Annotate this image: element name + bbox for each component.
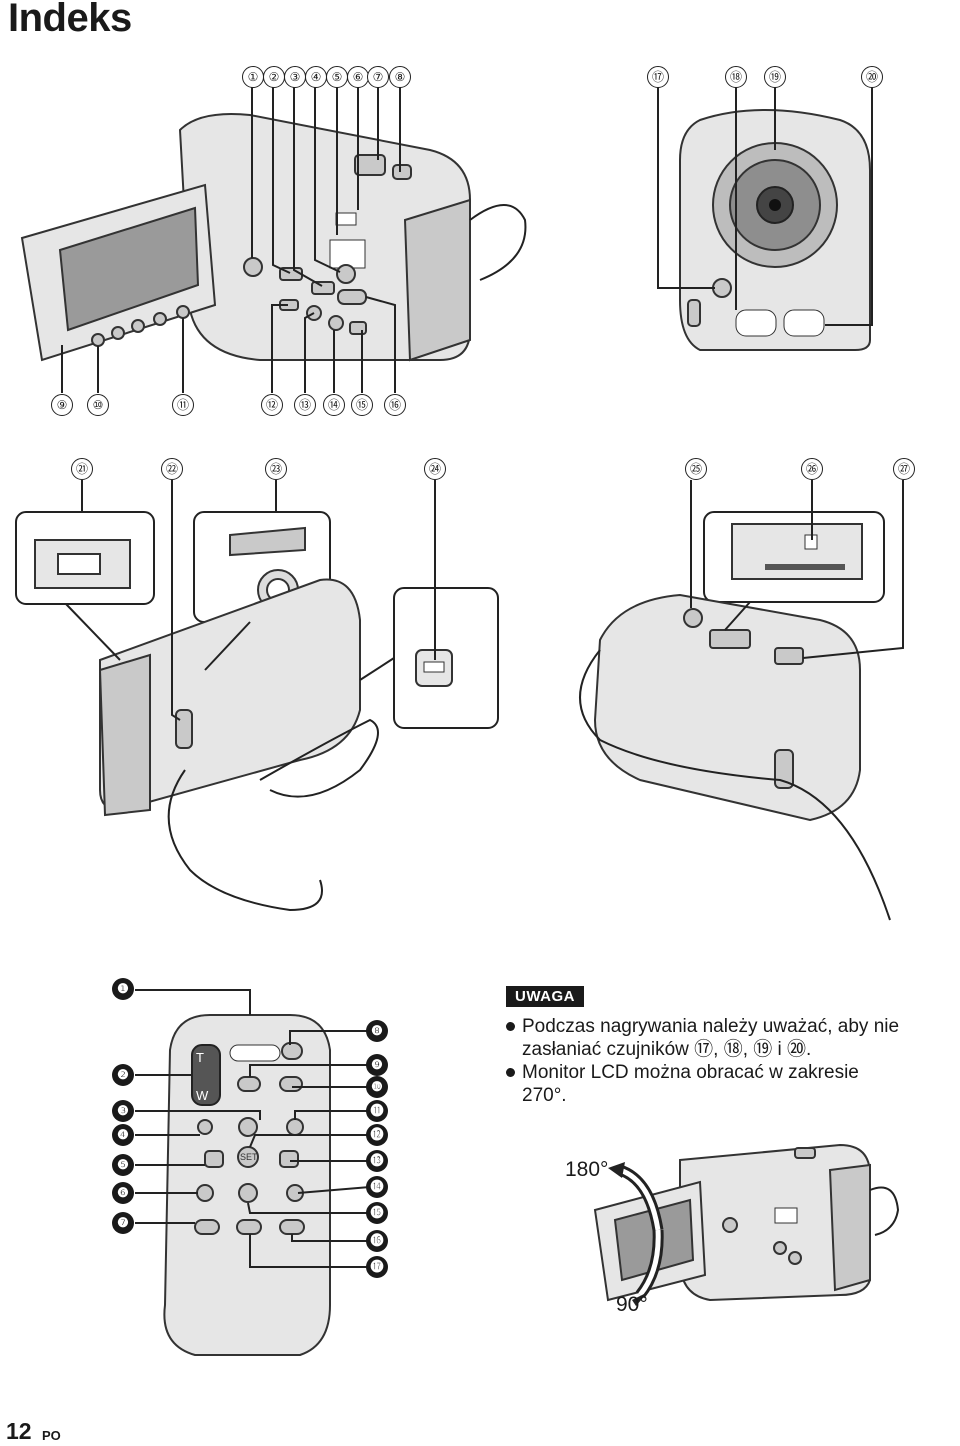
callout-27: ㉗ (893, 458, 915, 480)
lcd-rotation-illustration (593, 1143, 900, 1306)
remote-callout-7: ❼ (112, 1212, 134, 1234)
callout-3: ③ (284, 66, 306, 88)
note-text: zasłaniać czujników ⑰, ⑱, ⑲ i ⑳. (522, 1039, 812, 1060)
remote-callout-13: ⓭ (366, 1150, 388, 1172)
note-text: 270°. (522, 1085, 567, 1106)
callout-13: ⑬ (294, 394, 316, 416)
remote-callout-4: ❹ (112, 1124, 134, 1146)
callout-1: ① (242, 66, 264, 88)
callout-5: ⑤ (326, 66, 348, 88)
callout-17: ⑰ (647, 66, 669, 88)
note-item: Podczas nagrywania należy uważać, aby ni… (506, 1015, 956, 1061)
note-text: Podczas nagrywania należy uważać, aby ni… (522, 1016, 900, 1037)
callout-10: ⑩ (87, 394, 109, 416)
remote-key-t: T (196, 1050, 204, 1065)
bullet-icon (506, 1068, 515, 1077)
rotation-angle-180: 180° (565, 1158, 609, 1181)
camcorder-front-illustration (657, 85, 873, 351)
remote-callout-10: ❿ (366, 1076, 388, 1098)
camcorder-side-illustration (20, 85, 527, 393)
bullet-icon (506, 1022, 515, 1031)
remote-callout-11: ⓫ (366, 1100, 388, 1122)
callout-25: ㉕ (685, 458, 707, 480)
callout-11: ⑪ (172, 394, 194, 416)
remote-callout-9: ❾ (366, 1054, 388, 1076)
callout-19: ⑲ (764, 66, 786, 88)
remote-callout-12: ⓬ (366, 1124, 388, 1146)
remote-callout-2: ❷ (112, 1064, 134, 1086)
callout-22: ㉒ (161, 458, 183, 480)
camcorder-rear-illustration (15, 480, 499, 912)
callout-20: ⑳ (861, 66, 883, 88)
callout-23: ㉓ (265, 458, 287, 480)
note-header: UWAGA (506, 986, 584, 1007)
remote-callout-6: ❻ (112, 1182, 134, 1204)
remote-callout-15: ⓯ (366, 1202, 388, 1224)
callout-21: ㉑ (71, 458, 93, 480)
note-text: Monitor LCD można obracać w zakresie (522, 1062, 859, 1083)
remote-key-w: W (196, 1088, 209, 1103)
callout-7: ⑦ (367, 66, 389, 88)
page-title: Indeks (8, 0, 132, 40)
callout-14: ⑭ (323, 394, 345, 416)
remote-callout-5: ❺ (112, 1154, 134, 1176)
camcorder-bottom-illustration (579, 480, 904, 921)
remote-callout-17: ⓱ (366, 1256, 388, 1278)
rotation-angle-90: 90° (616, 1293, 648, 1316)
remote-callout-3: ❸ (112, 1100, 134, 1122)
page-language-code: PO (42, 1428, 61, 1443)
callout-15: ⑮ (351, 394, 373, 416)
callout-6: ⑥ (347, 66, 369, 88)
remote-callout-14: ⓮ (366, 1176, 388, 1198)
note-item: Monitor LCD można obracać w zakresie 270… (506, 1061, 956, 1107)
callout-2: ② (263, 66, 285, 88)
remote-callout-16: ⓰ (366, 1230, 388, 1252)
remote-callout-1: ❶ (112, 978, 134, 1000)
note-list: Podczas nagrywania należy uważać, aby ni… (506, 1015, 956, 1107)
page-number: 12 (6, 1418, 32, 1444)
callout-4: ④ (305, 66, 327, 88)
remote-control-illustration (135, 989, 371, 1356)
callout-24: ㉔ (424, 458, 446, 480)
callout-16: ⑯ (384, 394, 406, 416)
callout-12: ⑫ (261, 394, 283, 416)
callout-9: ⑨ (51, 394, 73, 416)
callout-26: ㉖ (801, 458, 823, 480)
callout-8: ⑧ (389, 66, 411, 88)
remote-key-set: SET (240, 1152, 258, 1162)
remote-callout-8: ❽ (366, 1020, 388, 1042)
callout-18: ⑱ (725, 66, 747, 88)
